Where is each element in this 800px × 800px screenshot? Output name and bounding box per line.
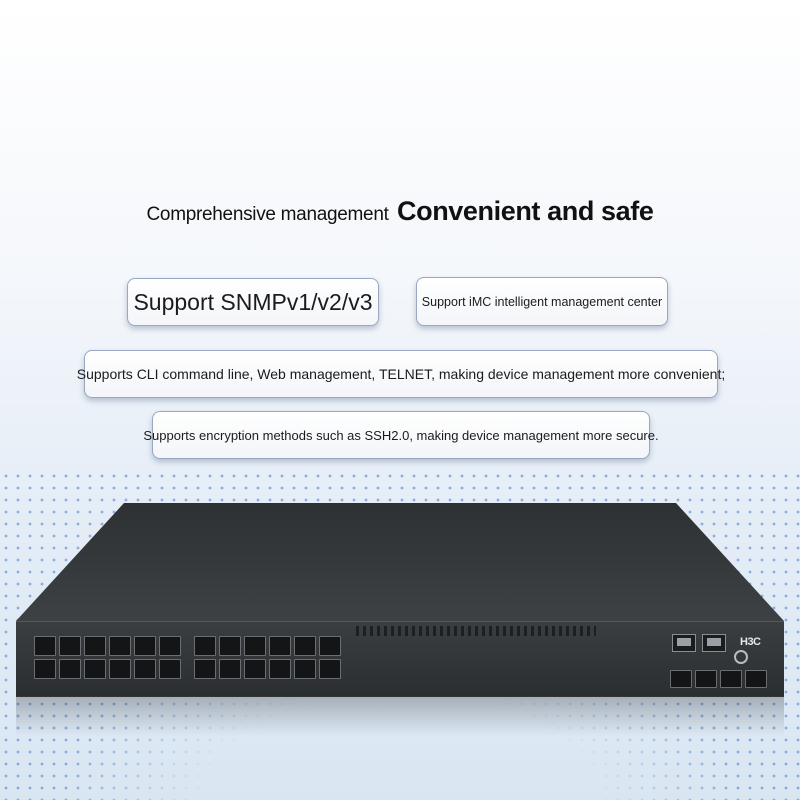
sfp-port xyxy=(159,636,181,656)
sfp-port xyxy=(269,659,291,679)
rj45-port xyxy=(702,634,726,652)
power-indicator-icon xyxy=(734,650,748,664)
sfp-port xyxy=(294,636,316,656)
sfp-port xyxy=(194,659,216,679)
vent-grille xyxy=(356,626,596,636)
uplink-port xyxy=(670,670,692,688)
uplink-port xyxy=(745,670,767,688)
sfp-port xyxy=(84,636,106,656)
sfp-port xyxy=(269,636,291,656)
sfp-port xyxy=(294,659,316,679)
sfp-port xyxy=(84,659,106,679)
feature-snmp-badge: Support SNMPv1/v2/v3 xyxy=(127,278,379,326)
uplink-port-bank xyxy=(670,670,767,688)
sfp-port xyxy=(194,636,216,656)
uplink-port xyxy=(720,670,742,688)
sfp-port xyxy=(244,659,266,679)
sfp-port-bank-left xyxy=(34,636,181,679)
switch-front-panel: H3C xyxy=(16,621,784,697)
sfp-port-bank-right xyxy=(194,636,341,679)
sfp-port xyxy=(219,659,241,679)
headline: Comprehensive management Convenient and … xyxy=(0,196,800,227)
sfp-port xyxy=(319,659,341,679)
sfp-port xyxy=(59,659,81,679)
sfp-port xyxy=(34,636,56,656)
feature-imc-badge: Support iMC intelligent management cente… xyxy=(416,277,668,326)
sfp-port xyxy=(244,636,266,656)
sfp-port xyxy=(134,659,156,679)
sfp-port xyxy=(109,636,131,656)
headline-small: Comprehensive management xyxy=(146,204,389,225)
sfp-port xyxy=(59,636,81,656)
feature-ssh-badge: Supports encryption methods such as SSH2… xyxy=(143,411,659,459)
feature-cli-badge: Supports CLI command line, Web managemen… xyxy=(77,350,725,398)
rj45-port xyxy=(672,634,696,652)
uplink-port xyxy=(695,670,717,688)
sfp-port xyxy=(319,636,341,656)
switch-reflection xyxy=(16,696,784,736)
sfp-port xyxy=(219,636,241,656)
sfp-port xyxy=(109,659,131,679)
headline-big: Convenient and safe xyxy=(397,196,654,226)
sfp-port xyxy=(159,659,181,679)
sfp-port xyxy=(34,659,56,679)
network-switch-icon xyxy=(16,503,784,621)
brand-logo: H3C xyxy=(740,636,761,648)
sfp-port xyxy=(134,636,156,656)
